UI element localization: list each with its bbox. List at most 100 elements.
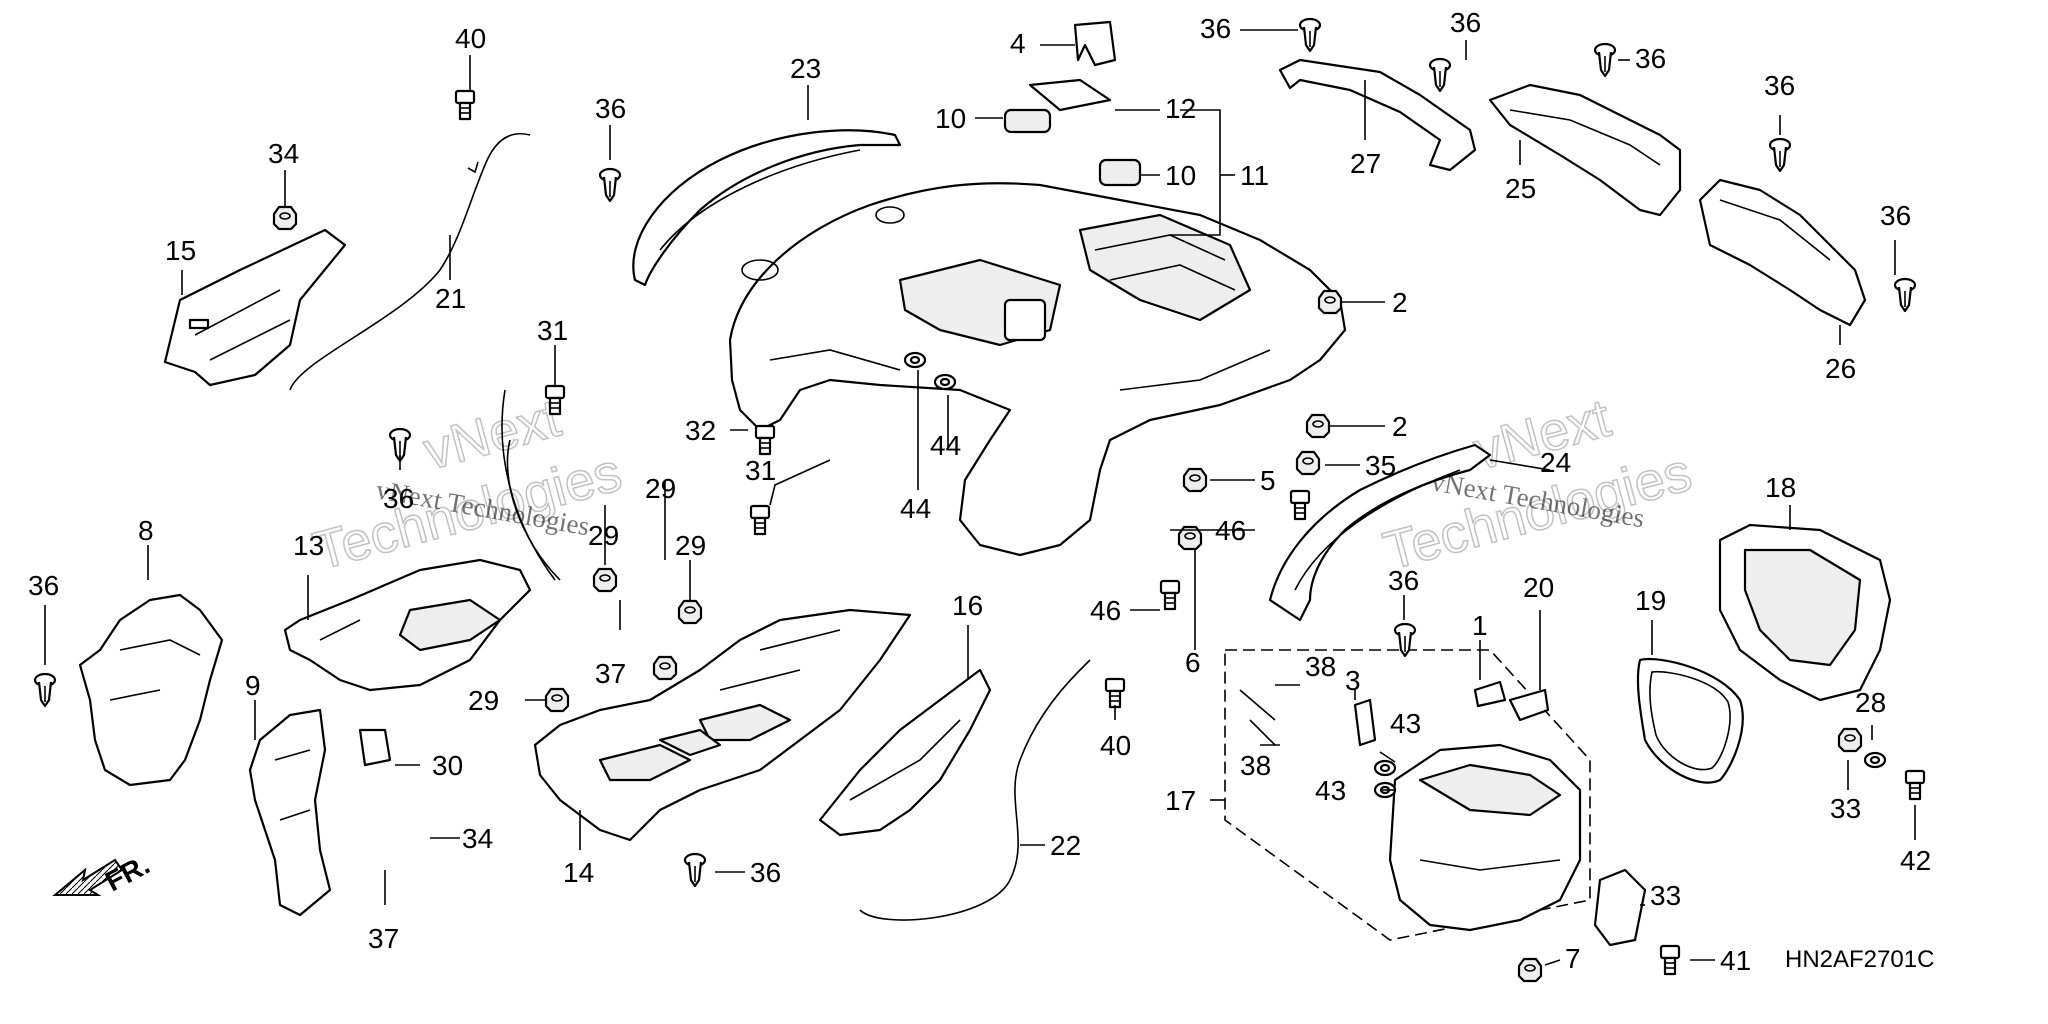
- panel-8: [78, 593, 224, 787]
- grommet-30: [358, 728, 392, 767]
- sleeve-33: [1593, 868, 1647, 947]
- callout-30: 30: [432, 750, 463, 781]
- guard-25: [1488, 83, 1682, 217]
- cap-1: [1473, 680, 1507, 708]
- callout-36: 36: [1450, 7, 1481, 38]
- callout-25: 25: [1505, 173, 1536, 204]
- callout-40: 40: [1100, 730, 1131, 761]
- callout-28: 28: [1855, 687, 1886, 718]
- bumper-10a: [1003, 108, 1052, 134]
- callout-36: 36: [1635, 43, 1666, 74]
- callout-34: 34: [268, 138, 299, 169]
- callout-2: 2: [1392, 287, 1408, 318]
- bracket-20: [1508, 688, 1550, 722]
- callout-15: 15: [165, 235, 196, 266]
- callout-27: 27: [1350, 148, 1381, 179]
- callout-8: 8: [138, 515, 154, 546]
- mudguard-23: [632, 129, 902, 287]
- cable-22: [859, 659, 1091, 921]
- callout-16: 16: [952, 590, 983, 621]
- callout-36: 36: [1200, 13, 1231, 44]
- callout-43: 43: [1315, 775, 1346, 806]
- panel-9: [248, 708, 332, 917]
- callout-36: 36: [1764, 70, 1795, 101]
- side-panel-16: [818, 668, 992, 837]
- rear-fender-11: [728, 182, 1347, 557]
- cable-21: [289, 133, 531, 391]
- callout-42: 42: [1900, 845, 1931, 876]
- callout-36: 36: [750, 857, 781, 888]
- callout-41: 41: [1720, 945, 1751, 976]
- callout-36: 36: [1388, 565, 1419, 596]
- callout-37: 37: [368, 923, 399, 954]
- callout-17: 17: [1165, 785, 1196, 816]
- box-lid-18: [1718, 523, 1892, 702]
- callout-40: 40: [455, 23, 486, 54]
- callout-2: 2: [1392, 411, 1408, 442]
- pins-38: [1239, 689, 1276, 746]
- seal-19: [1636, 658, 1744, 784]
- callout-labels: 40 34 15 21 36 23 4 10 12 10 11 36 27 36…: [28, 7, 1931, 976]
- callout-46: 46: [1090, 595, 1121, 626]
- callout-10: 10: [935, 103, 966, 134]
- callout-29: 29: [588, 520, 619, 551]
- callout-46: 46: [1215, 515, 1246, 546]
- callout-9: 9: [245, 670, 261, 701]
- callout-38: 38: [1240, 750, 1271, 781]
- fasteners: [33, 17, 1926, 983]
- callout-10: 10: [1165, 160, 1196, 191]
- callout-38: 38: [1305, 651, 1336, 682]
- svg-text:FR.: FR.: [100, 849, 154, 898]
- callout-43: 43: [1390, 708, 1421, 739]
- bracket-27: [1278, 58, 1477, 172]
- callout-23: 23: [790, 53, 821, 84]
- callout-36: 36: [383, 483, 414, 514]
- callout-12: 12: [1165, 93, 1196, 124]
- callout-4: 4: [1010, 28, 1026, 59]
- callout-1: 1: [1472, 610, 1488, 641]
- side-cover-15: [163, 228, 347, 387]
- callout-29: 29: [675, 530, 706, 561]
- callout-6: 6: [1185, 647, 1201, 678]
- callout-29: 29: [645, 473, 676, 504]
- guard-26: [1698, 178, 1867, 327]
- plate-4: [1073, 20, 1117, 67]
- callout-31: 31: [745, 455, 776, 486]
- callout-22: 22: [1050, 830, 1081, 861]
- callout-33: 33: [1830, 793, 1861, 824]
- callout-11: 11: [1240, 160, 1269, 191]
- callout-26: 26: [1825, 353, 1856, 384]
- callout-34: 34: [462, 823, 493, 854]
- callout-36: 36: [28, 570, 59, 601]
- callout-5: 5: [1260, 465, 1276, 496]
- callout-19: 19: [1635, 585, 1666, 616]
- storage-box-17: [1224, 649, 1591, 941]
- callout-18: 18: [1765, 472, 1796, 503]
- callout-36: 36: [1880, 200, 1911, 231]
- floor-14: [533, 608, 912, 842]
- front-direction-arrow: FR.: [52, 849, 155, 898]
- callout-21: 21: [435, 283, 466, 314]
- leader-lines: [44, 29, 1916, 966]
- callout-20: 20: [1523, 572, 1554, 603]
- callout-36: 36: [595, 93, 626, 124]
- fender-24: [1268, 443, 1492, 622]
- footrest-13: [283, 389, 561, 692]
- plate-12: [1028, 78, 1112, 112]
- callout-29: 29: [468, 685, 499, 716]
- callout-7: 7: [1565, 943, 1581, 974]
- callout-37: 37: [595, 658, 626, 689]
- callout-13: 13: [293, 530, 324, 561]
- callout-14: 14: [563, 857, 594, 888]
- callout-44: 44: [900, 493, 931, 524]
- drawing-code: HN2AF2701C: [1785, 946, 1934, 973]
- callout-3: 3: [1345, 665, 1361, 696]
- callout-44: 44: [930, 430, 961, 461]
- bumper-10b: [1098, 158, 1142, 187]
- bracket-3: [1353, 698, 1377, 747]
- callout-35: 35: [1365, 450, 1396, 481]
- callout-33: 33: [1650, 880, 1681, 911]
- callout-32: 32: [685, 415, 716, 446]
- callout-31: 31: [537, 315, 568, 346]
